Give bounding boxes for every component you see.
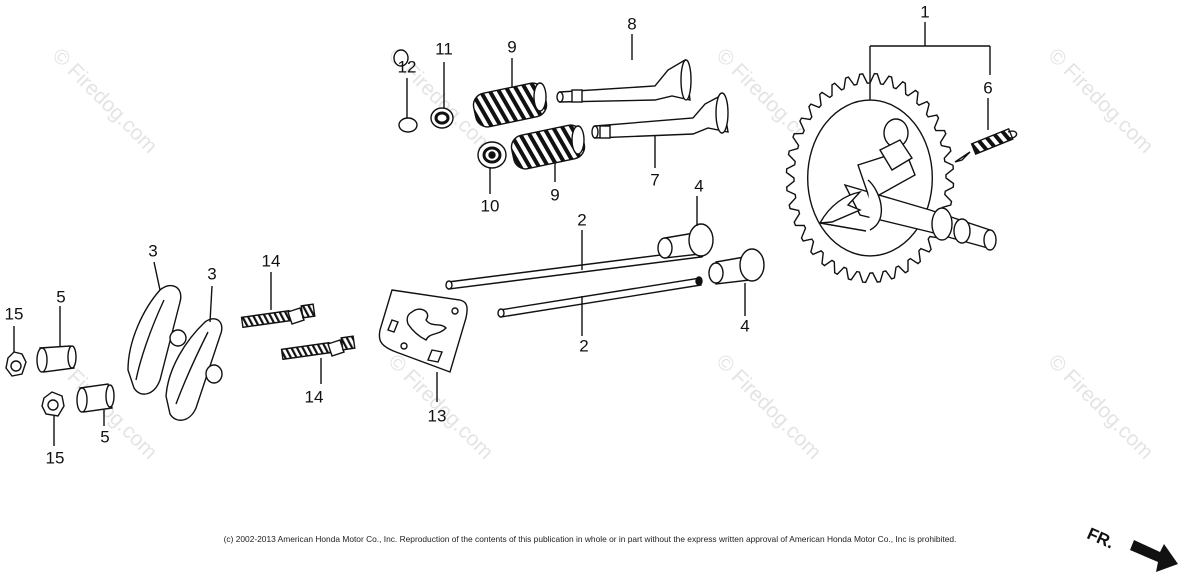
callout-valve-spring: 9 bbox=[550, 185, 560, 205]
decompressor-spring bbox=[954, 98, 1018, 163]
rocker-arm-nut-lower bbox=[41, 391, 65, 417]
tappet-upper bbox=[657, 223, 714, 259]
camshaft bbox=[818, 118, 997, 251]
callout-spring: 6 bbox=[983, 78, 993, 98]
callout-push-rod: 2 bbox=[579, 336, 589, 356]
leader-line bbox=[153, 261, 161, 291]
leader-line bbox=[209, 285, 213, 323]
callout-nut: 15 bbox=[4, 304, 24, 324]
callout-guide-plate: 13 bbox=[427, 406, 447, 426]
leader-line bbox=[869, 22, 991, 100]
callout-rocker-arm: 3 bbox=[207, 264, 217, 284]
callout-tappet: 4 bbox=[740, 316, 750, 336]
callout-valve-cap: 12 bbox=[397, 57, 417, 77]
valve-lower bbox=[591, 92, 729, 139]
rocker-arm-nut-upper bbox=[5, 351, 27, 377]
callout-rocker-arm-pivot: 5 bbox=[100, 427, 110, 447]
callout-valve: 7 bbox=[650, 170, 660, 190]
rocker-arm-1 bbox=[127, 284, 187, 395]
rocker-arm-pivot-upper bbox=[36, 345, 77, 373]
callout-camshaft-assembly: 1 bbox=[920, 2, 930, 22]
callout-valve-spring: 9 bbox=[507, 37, 517, 57]
valve-retainer-upper bbox=[430, 107, 454, 129]
callout-stud: 14 bbox=[304, 387, 324, 407]
tappet-lower bbox=[708, 248, 765, 285]
rocker-arm-stud-lower bbox=[280, 335, 356, 361]
valve-spring-upper bbox=[472, 82, 548, 128]
push-rod-guide-plate bbox=[378, 289, 468, 373]
valve-upper bbox=[556, 58, 692, 103]
valve-cap bbox=[393, 49, 418, 133]
callout-retainer: 10 bbox=[480, 196, 500, 216]
callout-tappet: 4 bbox=[694, 176, 704, 196]
callout-rocker-arm: 3 bbox=[148, 241, 158, 261]
callout-valve: 8 bbox=[627, 14, 637, 34]
copyright-notice: (c) 2002-2013 American Honda Motor Co., … bbox=[223, 534, 957, 544]
valve-spring-retainer bbox=[477, 141, 507, 169]
callout-push-rod: 2 bbox=[577, 210, 587, 230]
rocker-arm-pivot-lower bbox=[76, 383, 115, 413]
front-direction-arrow bbox=[1130, 540, 1178, 572]
callout-nut: 15 bbox=[45, 448, 65, 468]
callout-retainer: 11 bbox=[435, 39, 453, 59]
rocker-arm-2 bbox=[165, 318, 223, 421]
valve-spring-lower bbox=[510, 124, 586, 170]
rocker-arm-stud-upper bbox=[240, 303, 316, 329]
push-rod-lower bbox=[497, 276, 703, 318]
callout-stud: 14 bbox=[261, 251, 281, 271]
callout-rocker-arm-pivot: 5 bbox=[56, 287, 66, 307]
